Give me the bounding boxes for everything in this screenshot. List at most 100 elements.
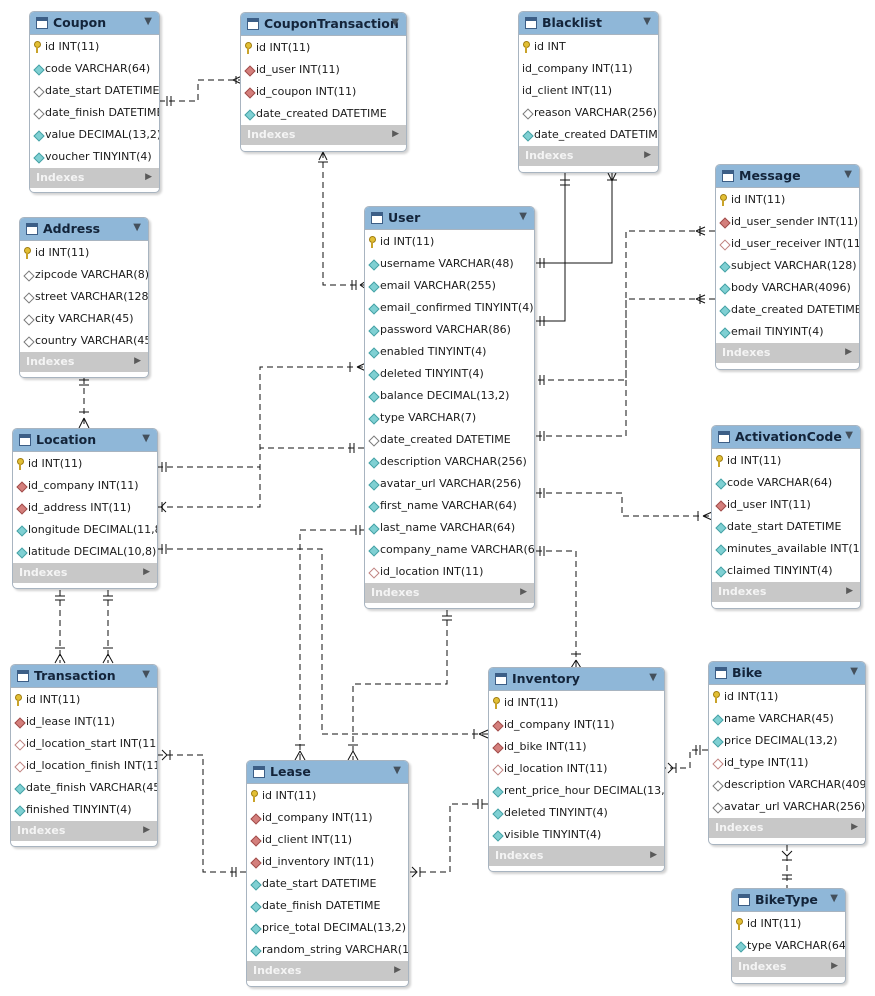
collapse-arrow-icon[interactable]: ▼: [649, 672, 657, 683]
not-null-column-icon: [14, 783, 26, 795]
collapse-arrow-icon[interactable]: ▼: [519, 211, 527, 222]
table-transaction[interactable]: Transaction ▼ id INT(11) id_lease INT(11…: [10, 664, 158, 847]
table-header[interactable]: Message ▼: [716, 165, 859, 188]
column-list: id INT(11) id_company INT(11) id_bike IN…: [489, 691, 664, 846]
collapse-arrow-icon[interactable]: ▼: [142, 433, 150, 444]
expand-arrow-icon[interactable]: ▶: [145, 172, 152, 182]
table-icon: [17, 670, 29, 682]
table-header[interactable]: Inventory ▼: [489, 668, 664, 691]
table-icon: [19, 434, 31, 446]
column-row: subject VARCHAR(128): [716, 255, 859, 277]
expand-arrow-icon[interactable]: ▶: [143, 825, 150, 835]
expand-arrow-icon[interactable]: ▶: [644, 150, 651, 160]
collapse-arrow-icon[interactable]: ▼: [844, 169, 852, 180]
table-inventory[interactable]: Inventory ▼ id INT(11) id_company INT(11…: [488, 667, 665, 872]
expand-arrow-icon[interactable]: ▶: [851, 822, 858, 832]
column-row: id_lease INT(11): [11, 711, 157, 733]
indexes-footer[interactable]: Indexes ▶: [365, 583, 534, 603]
column-row: latitude DECIMAL(10,8): [13, 541, 157, 563]
table-title: Inventory: [512, 671, 580, 686]
table-header[interactable]: User ▼: [365, 207, 534, 230]
table-bike-type[interactable]: BikeType ▼ id INT(11) type VARCHAR(64) I…: [731, 888, 846, 984]
table-coupon[interactable]: Coupon ▼ id INT(11) code VARCHAR(64) dat…: [29, 11, 160, 193]
collapse-arrow-icon[interactable]: ▼: [391, 17, 399, 28]
collapse-arrow-icon[interactable]: ▼: [133, 222, 141, 233]
table-header[interactable]: Blacklist ▼: [519, 12, 658, 35]
indexes-label: Indexes: [495, 849, 544, 862]
column-row: id INT(11): [30, 36, 159, 58]
indexes-footer[interactable]: Indexes▶: [11, 821, 157, 841]
collapse-arrow-icon[interactable]: ▼: [142, 669, 150, 680]
indexes-footer[interactable]: Indexes▶: [732, 957, 845, 977]
indexes-footer[interactable]: Indexes▶: [13, 563, 157, 583]
indexes-footer[interactable]: Indexes▶: [709, 818, 865, 838]
table-lease[interactable]: Lease ▼ id INT(11) id_company INT(11) id…: [246, 760, 409, 987]
not-null-column-icon: [368, 369, 380, 381]
indexes-footer[interactable]: Indexes▶: [519, 146, 658, 166]
column-name: date_start DATETIME: [45, 84, 160, 97]
expand-arrow-icon[interactable]: ▶: [846, 586, 853, 596]
indexes-footer[interactable]: Indexes▶: [20, 352, 148, 372]
table-user[interactable]: User ▼ id INT(11) username VARCHAR(48) e…: [364, 206, 535, 609]
column-row: claimed TINYINT(4): [712, 560, 860, 582]
expand-arrow-icon[interactable]: ▶: [392, 129, 399, 139]
column-name: id_client INT(11): [262, 833, 353, 846]
table-address[interactable]: Address ▼ id INT(11) zipcode VARCHAR(8) …: [19, 217, 149, 378]
expand-arrow-icon[interactable]: ▶: [394, 965, 401, 975]
table-header[interactable]: Lease ▼: [247, 761, 408, 784]
expand-arrow-icon[interactable]: ▶: [520, 587, 527, 597]
indexes-label: Indexes: [371, 586, 420, 599]
table-blacklist[interactable]: Blacklist ▼ id INT id_company INT(11) id…: [518, 11, 659, 173]
table-header[interactable]: CouponTransaction ▼: [241, 13, 406, 36]
not-null-column-icon: [250, 945, 262, 957]
indexes-footer[interactable]: Indexes▶: [247, 961, 408, 981]
indexes-footer[interactable]: Indexes▶: [716, 343, 859, 363]
table-header[interactable]: Bike ▼: [709, 662, 865, 685]
column-row: id_client INT(11): [519, 80, 658, 102]
table-header[interactable]: Coupon ▼: [30, 12, 159, 35]
table-location[interactable]: Location ▼ id INT(11) id_company INT(11)…: [12, 428, 158, 589]
column-row: deleted TINYINT(4): [489, 802, 664, 824]
collapse-arrow-icon[interactable]: ▼: [845, 430, 853, 441]
column-name: claimed TINYINT(4): [727, 564, 833, 577]
table-header[interactable]: ActivationCode ▼: [712, 426, 860, 449]
table-header[interactable]: Location ▼: [13, 429, 157, 452]
collapse-arrow-icon[interactable]: ▼: [830, 893, 838, 904]
not-null-column-icon: [33, 64, 45, 76]
table-bike[interactable]: Bike ▼ id INT(11) name VARCHAR(45) price…: [708, 661, 866, 845]
nullable-foreign-key-icon: [719, 239, 731, 251]
column-name: date_finish DATETIME: [262, 899, 381, 912]
table-icon: [253, 766, 265, 778]
table-message[interactable]: Message ▼ id INT(11) id_user_sender INT(…: [715, 164, 860, 370]
table-header[interactable]: BikeType ▼: [732, 889, 845, 912]
indexes-footer[interactable]: Indexes ▶: [489, 846, 664, 866]
expand-arrow-icon[interactable]: ▶: [845, 347, 852, 357]
not-null-column-icon: [522, 130, 534, 142]
column-list: id INT(11) id_user_sender INT(11) id_use…: [716, 188, 859, 343]
not-null-column-icon: [715, 522, 727, 534]
column-row: id_company INT(11): [519, 58, 658, 80]
collapse-arrow-icon[interactable]: ▼: [393, 765, 401, 776]
collapse-arrow-icon[interactable]: ▼: [643, 16, 651, 27]
indexes-label: Indexes: [36, 171, 85, 184]
column-row: id_user_sender INT(11): [716, 211, 859, 233]
column-row: avatar_url VARCHAR(256): [365, 473, 534, 495]
column-row: id INT(11): [365, 231, 534, 253]
table-activation-code[interactable]: ActivationCode ▼ id INT(11) code VARCHAR…: [711, 425, 861, 609]
collapse-arrow-icon[interactable]: ▼: [850, 666, 858, 677]
expand-arrow-icon[interactable]: ▶: [650, 850, 657, 860]
column-name: id INT(11): [731, 193, 786, 206]
not-null-column-icon: [492, 786, 504, 798]
expand-arrow-icon[interactable]: ▶: [143, 567, 150, 577]
table-coupon-transaction[interactable]: CouponTransaction ▼ id INT(11) id_user I…: [240, 12, 407, 152]
indexes-footer[interactable]: Indexes▶: [712, 582, 860, 602]
indexes-footer[interactable]: Indexes▶: [241, 125, 406, 145]
nullable-column-icon: [33, 86, 45, 98]
table-header[interactable]: Transaction ▼: [11, 665, 157, 688]
table-header[interactable]: Address ▼: [20, 218, 148, 241]
expand-arrow-icon[interactable]: ▶: [134, 356, 141, 366]
collapse-arrow-icon[interactable]: ▼: [144, 16, 152, 27]
expand-arrow-icon[interactable]: ▶: [831, 961, 838, 971]
column-name: date_finish VARCHAR(45): [26, 781, 158, 794]
indexes-footer[interactable]: Indexes ▶: [30, 168, 159, 188]
